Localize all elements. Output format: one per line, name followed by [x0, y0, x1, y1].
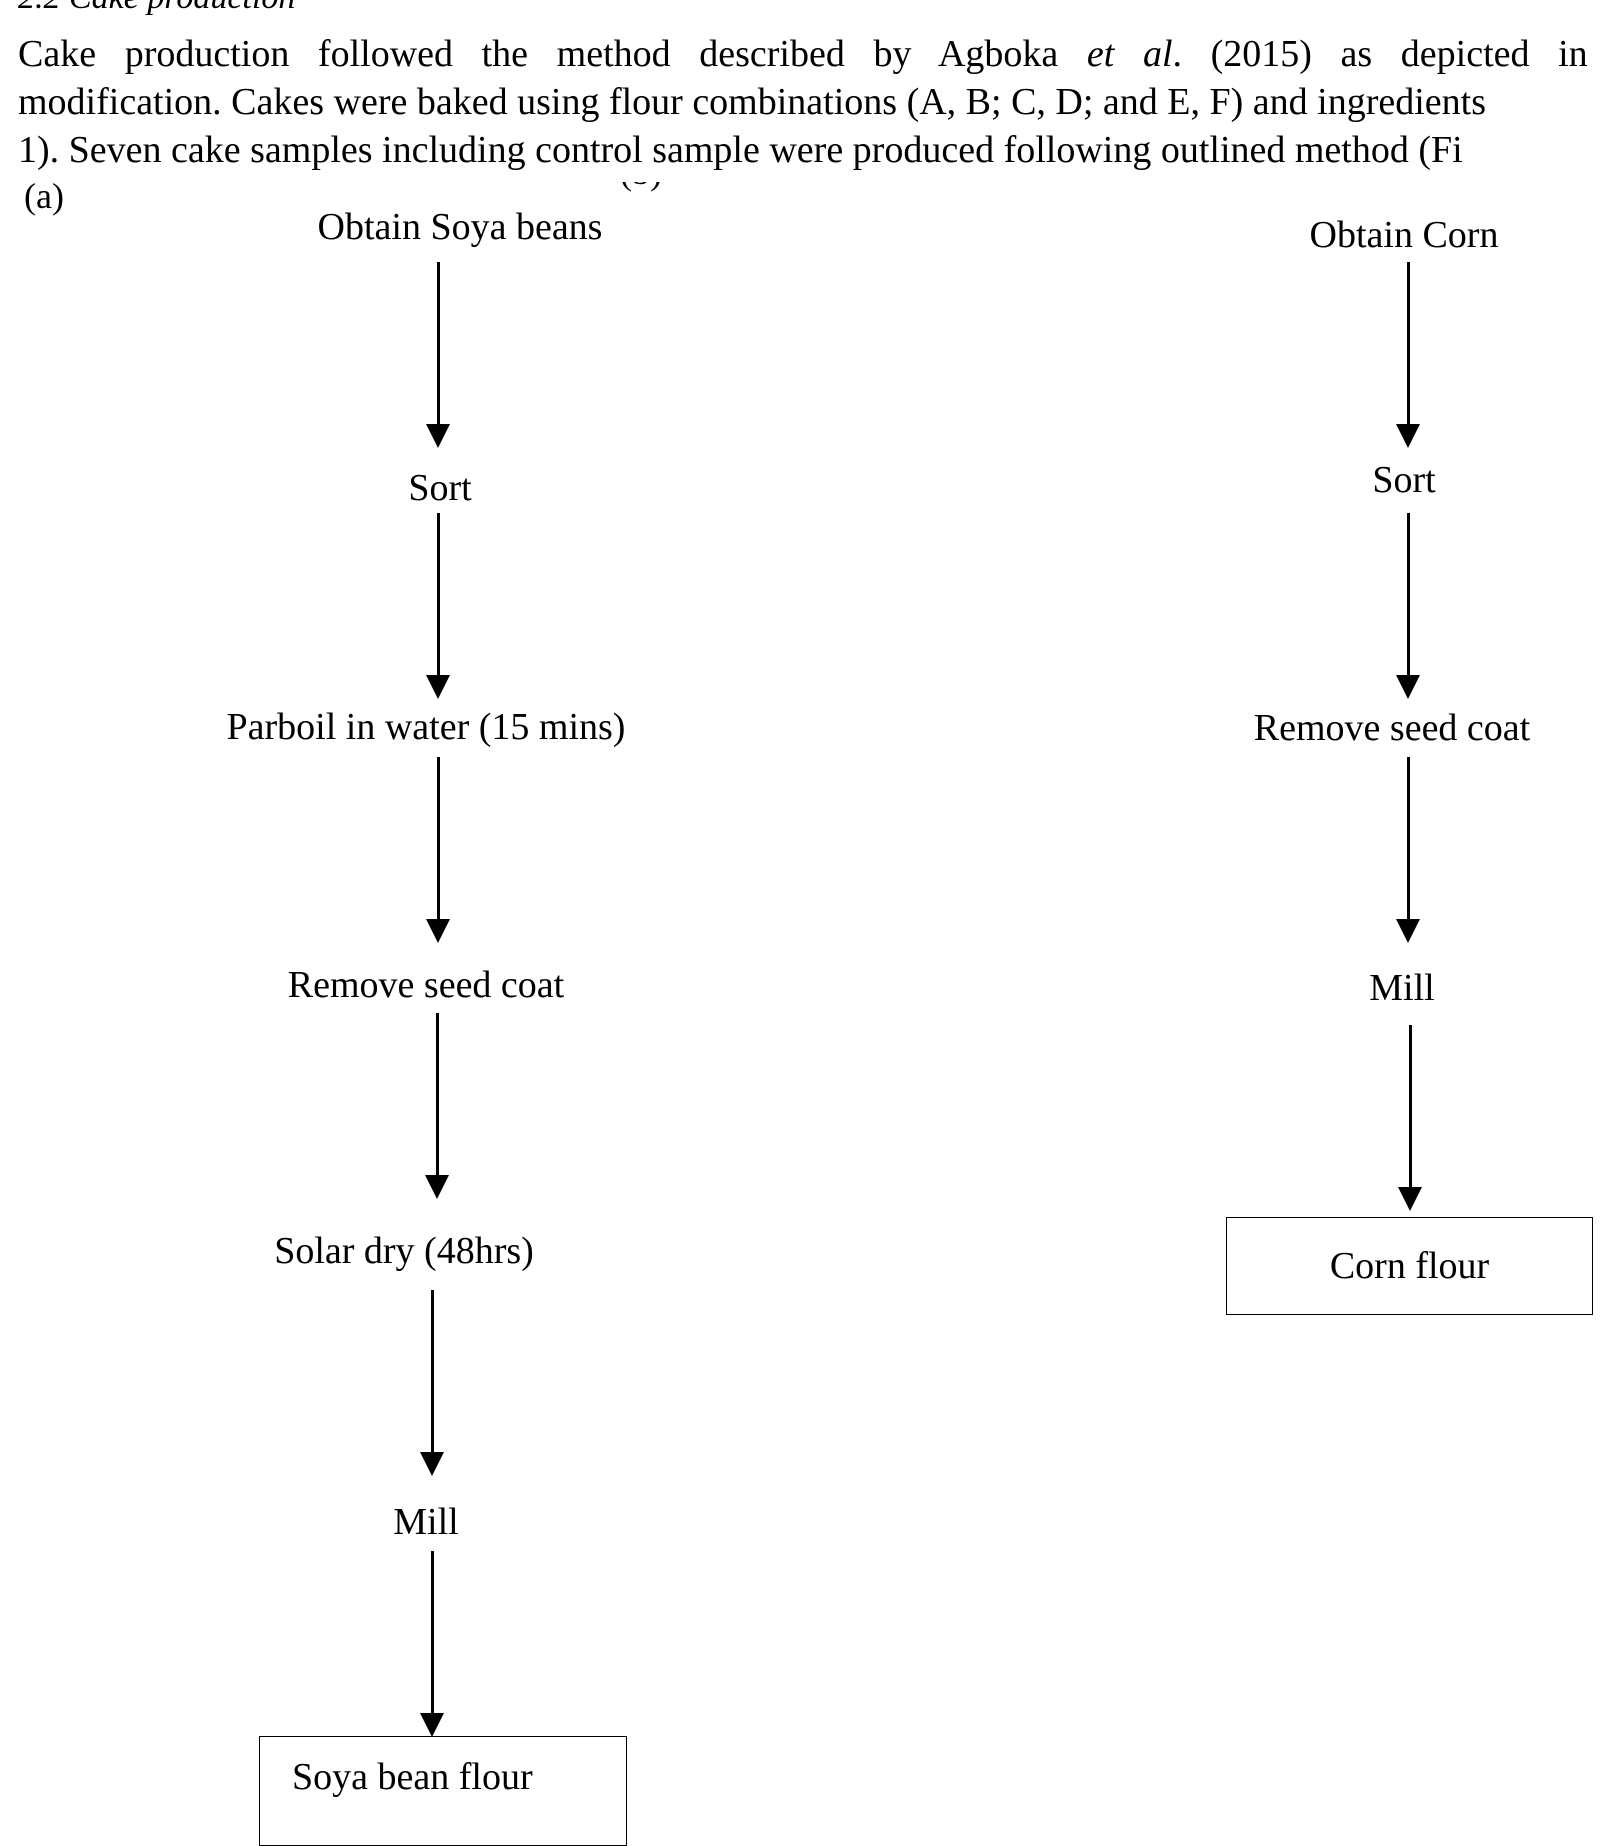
- flowchart-a-step-mill: Mill: [393, 1500, 458, 1544]
- flowchart-b-step-sort: Sort: [1372, 458, 1435, 502]
- flowchart-b-step-obtain: Obtain Corn: [1310, 213, 1499, 257]
- paragraph-line-1-end: . (2015) as depicted in Fi: [1173, 33, 1601, 75]
- flowchart-a-step-remove-seed-coat: Remove seed coat: [288, 963, 564, 1007]
- flowchart-b-product-label: Corn flour: [1330, 1244, 1489, 1288]
- flowchart-b-step-mill: Mill: [1369, 966, 1434, 1010]
- intro-paragraph: Cake production followed the method desc…: [18, 30, 1601, 174]
- flowchart-a-step-obtain: Obtain Soya beans: [318, 205, 603, 249]
- section-heading: 2.2 Cake production: [18, 0, 295, 18]
- flowchart-a-product-box: Soya bean flour: [259, 1736, 627, 1846]
- flowchart-a-step-solar-dry: Solar dry (48hrs): [274, 1229, 534, 1273]
- paragraph-italic-et-al: et al: [1087, 33, 1173, 75]
- panel-label-a: (a): [24, 176, 64, 216]
- flowchart-b-product-box: Corn flour: [1226, 1217, 1593, 1315]
- paragraph-line-1-start: Cake production followed the method desc…: [18, 33, 1087, 75]
- panel-label-b: (b): [620, 182, 670, 192]
- paragraph-line-2: modification. Cakes were baked using flo…: [18, 78, 1601, 126]
- panel-label-b-clipped: (b): [620, 182, 670, 192]
- flowchart-a-product-label: Soya bean flour: [292, 1755, 533, 1799]
- flowchart-b-step-remove-seed-coat: Remove seed coat: [1254, 706, 1530, 750]
- paragraph-line-3: 1). Seven cake samples including control…: [18, 126, 1601, 174]
- flowchart-a-step-parboil: Parboil in water (15 mins): [227, 705, 626, 749]
- flowchart-a-step-sort: Sort: [408, 466, 471, 510]
- paragraph-line-1: Cake production followed the method desc…: [18, 30, 1601, 78]
